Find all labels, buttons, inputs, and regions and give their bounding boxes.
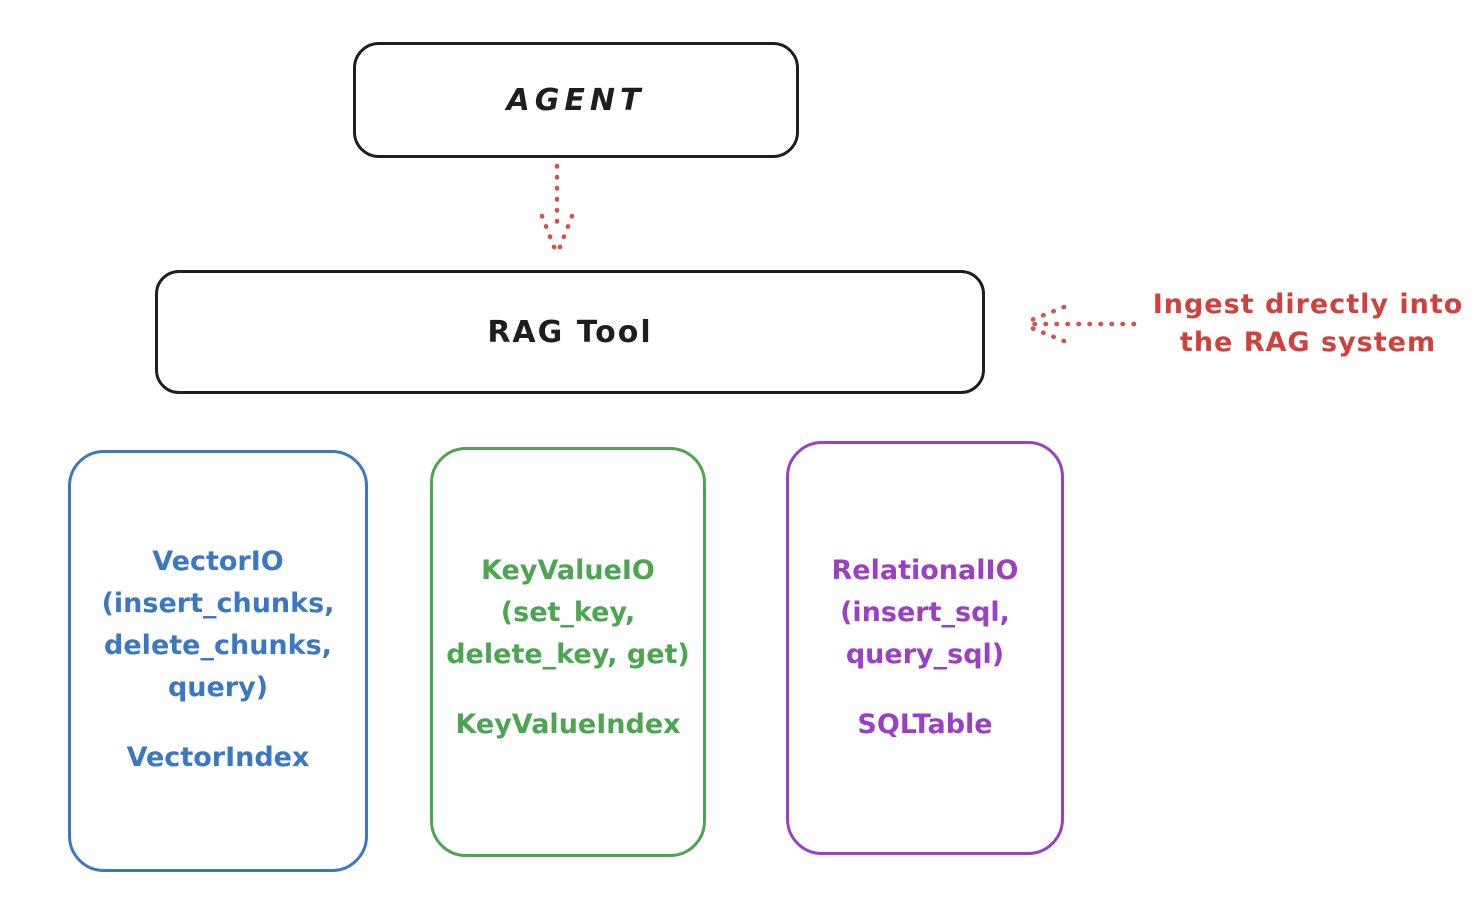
- keyvalue-io-line: (set_key,: [500, 597, 636, 628]
- agent-box: AGENT: [353, 42, 799, 158]
- vector-io-line: delete_chunks,: [104, 630, 332, 661]
- vector-io-line: VectorIO: [152, 546, 284, 577]
- ingest-annotation: Ingest directly into the RAG system: [1140, 286, 1476, 362]
- ingest-arrow-icon: [1021, 304, 1137, 344]
- ingest-annotation-line2: the RAG system: [1179, 327, 1437, 358]
- vector-io-box: VectorIO (insert_chunks, delete_chunks, …: [68, 450, 368, 872]
- relational-io-box: RelationalIO (insert_sql, query_sql) SQL…: [786, 441, 1064, 855]
- vector-index-label: VectorIndex: [126, 742, 310, 773]
- agent-to-ragtool-arrow-icon: [539, 163, 575, 255]
- vector-io-line: (insert_chunks,: [101, 588, 335, 619]
- relational-io-line: query_sql): [845, 639, 1005, 670]
- keyvalue-index-label: KeyValueIndex: [455, 709, 681, 740]
- agent-box-label: AGENT: [506, 82, 646, 118]
- vector-io-line: query): [167, 672, 269, 703]
- keyvalue-io-line: delete_key, get): [446, 639, 690, 670]
- keyvalue-io-box: KeyValueIO (set_key, delete_key, get) Ke…: [430, 447, 706, 857]
- rag-tool-box-label: RAG Tool: [487, 314, 653, 350]
- rag-tool-box: RAG Tool: [155, 270, 985, 394]
- relational-io-line: (insert_sql,: [840, 597, 1010, 628]
- ingest-annotation-line1: Ingest directly into: [1152, 289, 1464, 320]
- relational-io-line: RelationalIO: [831, 555, 1019, 586]
- sql-table-label: SQLTable: [857, 709, 993, 740]
- keyvalue-io-line: KeyValueIO: [481, 555, 655, 586]
